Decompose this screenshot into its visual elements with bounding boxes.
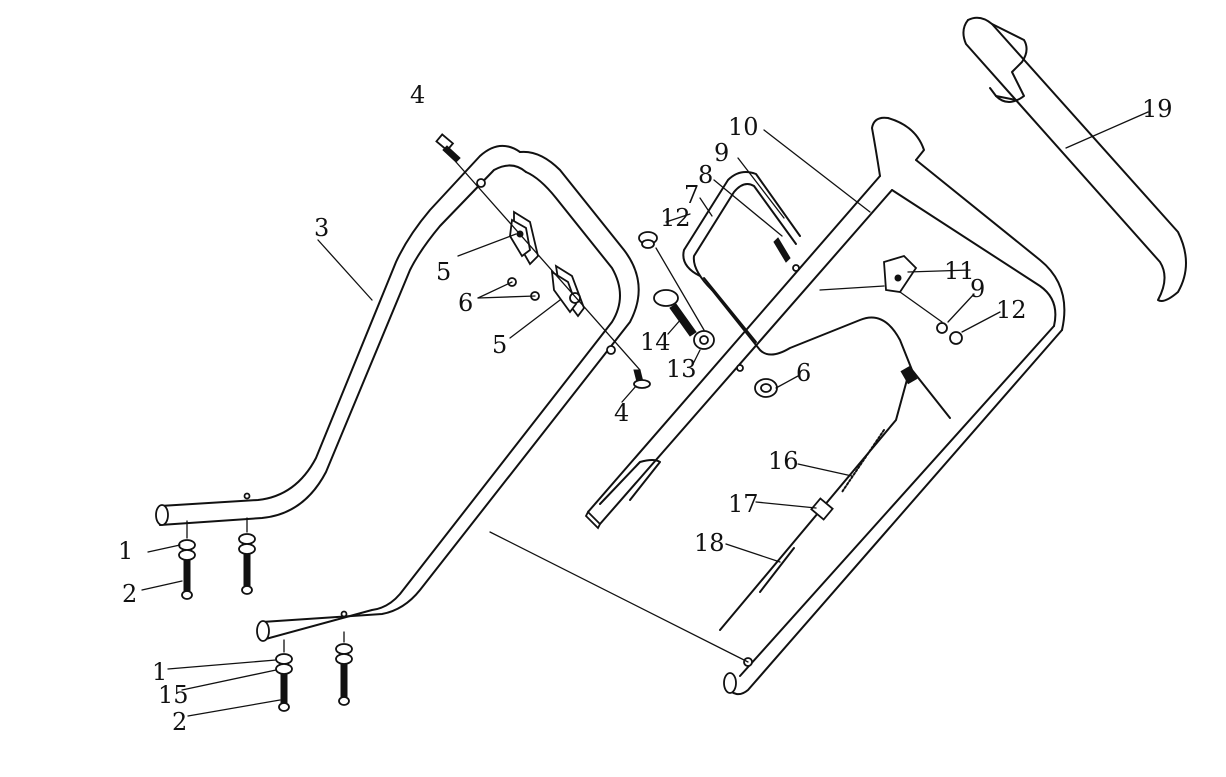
callout-19: 19 <box>1142 95 1173 123</box>
bracket-11 <box>883 254 918 293</box>
callout-16: 16 <box>768 447 799 475</box>
callout-4-top: 4 <box>410 81 425 109</box>
callout-2-left: 2 <box>122 580 137 608</box>
lower-handle-tube <box>155 145 640 642</box>
callout-13: 13 <box>666 355 697 383</box>
callout-1-right: 1 <box>152 658 167 686</box>
bolt-4-top <box>435 133 461 163</box>
callout-6-right: 6 <box>796 359 811 387</box>
clamp-plate-5-lower <box>550 264 586 318</box>
callout-6-left: 6 <box>458 289 473 317</box>
upper-handle-frame <box>489 116 1066 696</box>
screw-8 <box>773 237 800 272</box>
callout-7: 7 <box>684 181 699 209</box>
grommet-12-left <box>638 231 658 249</box>
callout-labels: 4 3 5 6 5 4 1 2 1 15 2 12 7 8 9 10 14 13… <box>118 81 1173 736</box>
knob-6-right <box>754 378 778 398</box>
callout-12-right: 12 <box>996 296 1027 324</box>
spring-16 <box>841 429 885 493</box>
bolt-4-bottom <box>633 369 651 389</box>
callout-10: 10 <box>728 113 759 141</box>
washer-bolt-set-right <box>275 643 353 712</box>
callout-5-lower: 5 <box>492 331 507 359</box>
callout-15: 15 <box>158 681 189 709</box>
callout-9-top: 9 <box>714 139 729 167</box>
callout-11: 11 <box>944 257 975 285</box>
upper-hardware <box>638 231 963 398</box>
callout-3: 3 <box>314 214 329 242</box>
callout-14: 14 <box>640 328 671 356</box>
bushing-13 <box>693 330 715 350</box>
eyebolt-14 <box>653 289 697 337</box>
callout-5-upper: 5 <box>436 258 451 286</box>
nut-12-right <box>949 331 963 345</box>
leader-lines <box>141 111 1149 717</box>
washer-bolt-set-left <box>178 533 256 600</box>
callout-4-bottom: 4 <box>614 399 629 427</box>
grip-bar <box>962 16 1187 302</box>
callout-1-left: 1 <box>118 537 133 565</box>
callout-17: 17 <box>728 490 759 518</box>
callout-9-right: 9 <box>970 275 985 303</box>
callout-12-left: 12 <box>660 204 691 232</box>
bail-lever <box>682 171 913 371</box>
cable-end-18 <box>759 547 795 593</box>
adjuster-17 <box>810 497 834 521</box>
callout-18: 18 <box>694 529 725 557</box>
lower-hardware <box>178 133 651 712</box>
control-cable-assembly <box>719 365 951 631</box>
callout-8: 8 <box>698 161 713 189</box>
callout-2-right: 2 <box>172 708 187 736</box>
nut-9-right <box>936 322 948 334</box>
